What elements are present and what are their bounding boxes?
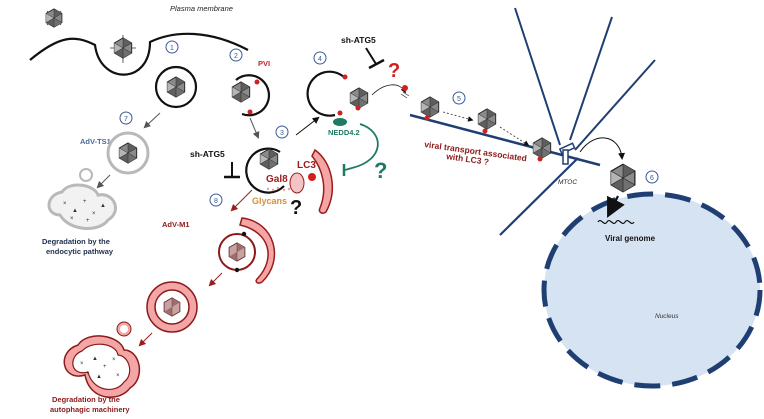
adv-m1-label: AdV-M1	[162, 220, 190, 229]
question-mark-gal8: ?	[290, 197, 302, 219]
plasma-membrane-label: Plasma membrane	[170, 4, 233, 13]
step-3-gal8-lc3: 3 LC3 Gal8 Glycans ?	[245, 116, 334, 219]
pvi-label: PVI	[258, 59, 270, 68]
glycans-label: Glycans	[252, 196, 287, 206]
degradation-endocytic-line2: endocytic pathway	[46, 247, 114, 256]
sh-atg5-middle: sh-ATG5	[190, 149, 240, 179]
gal8-label: Gal8	[266, 174, 288, 185]
step-7-number: 7	[124, 116, 128, 123]
degradation-autophagic-line2: autophagic machinery	[50, 405, 130, 414]
svg-text:×: ×	[80, 361, 84, 367]
mtoc: MTOC	[558, 142, 577, 186]
degradation-endocytic-line1: Degradation by the	[42, 237, 110, 246]
step-3-number: 3	[280, 130, 284, 137]
svg-text:▲: ▲	[96, 374, 102, 380]
svg-text:+: +	[86, 218, 90, 224]
degradation-autophagic-line1: Degradation by the	[52, 395, 120, 404]
svg-text:+: +	[83, 199, 87, 205]
svg-text:×: ×	[70, 216, 74, 222]
svg-text:▲: ▲	[100, 203, 106, 209]
sh-atg5-top-label: sh-ATG5	[341, 35, 376, 45]
lc3-label: LC3	[297, 160, 316, 171]
svg-text:×: ×	[116, 373, 120, 379]
nedd42-label: NEDD4.2	[328, 128, 360, 137]
viral-genome-label: Viral genome	[605, 234, 656, 243]
step-5-number: 5	[457, 96, 461, 103]
sh-atg5-top: sh-ATG5 ?	[341, 35, 410, 99]
svg-text:×: ×	[112, 357, 116, 363]
question-mark-top: ?	[388, 60, 400, 82]
sh-atg5-middle-label: sh-ATG5	[190, 149, 225, 159]
step-4-number: 4	[318, 56, 322, 63]
svg-text:▲: ▲	[72, 208, 78, 214]
svg-text:×: ×	[92, 211, 96, 217]
nucleus-label: Nucleus	[655, 313, 679, 320]
step-8-number: 8	[214, 198, 218, 205]
svg-text:+: +	[86, 371, 90, 377]
step-6-genome-delivery: 6 Viral genome	[579, 137, 659, 243]
svg-text:+: +	[103, 364, 107, 370]
plasma-membrane: Plasma membrane	[29, 4, 249, 76]
step-2-pvi: 2 PVI	[229, 48, 270, 139]
mtoc-label: MTOC	[558, 179, 577, 186]
step-8-adv-m1: 8 AdV-M1 ×▲+ ×▲× + Degradation by the au…	[50, 189, 276, 414]
step-4-nedd42: 4 NEDD4.2 ?	[306, 51, 387, 183]
step-1-endosome: 1	[154, 40, 198, 109]
svg-text:▲: ▲	[92, 356, 98, 362]
svg-text:×: ×	[63, 201, 67, 207]
virion-free	[45, 8, 63, 28]
adv-ts1-label: AdV-TS1	[80, 137, 111, 146]
question-mark-nedd42: ?	[374, 158, 387, 183]
nucleus: Nucleus	[541, 191, 763, 389]
virion-in-pit	[110, 35, 136, 63]
step-1-number: 1	[170, 45, 174, 52]
step-2-number: 2	[234, 53, 238, 60]
step-7-adv-ts1: 7 AdV-TS1 × ▲ + × ▲ × + Degradation by the e…	[42, 111, 161, 256]
step-6-number: 6	[650, 175, 654, 182]
